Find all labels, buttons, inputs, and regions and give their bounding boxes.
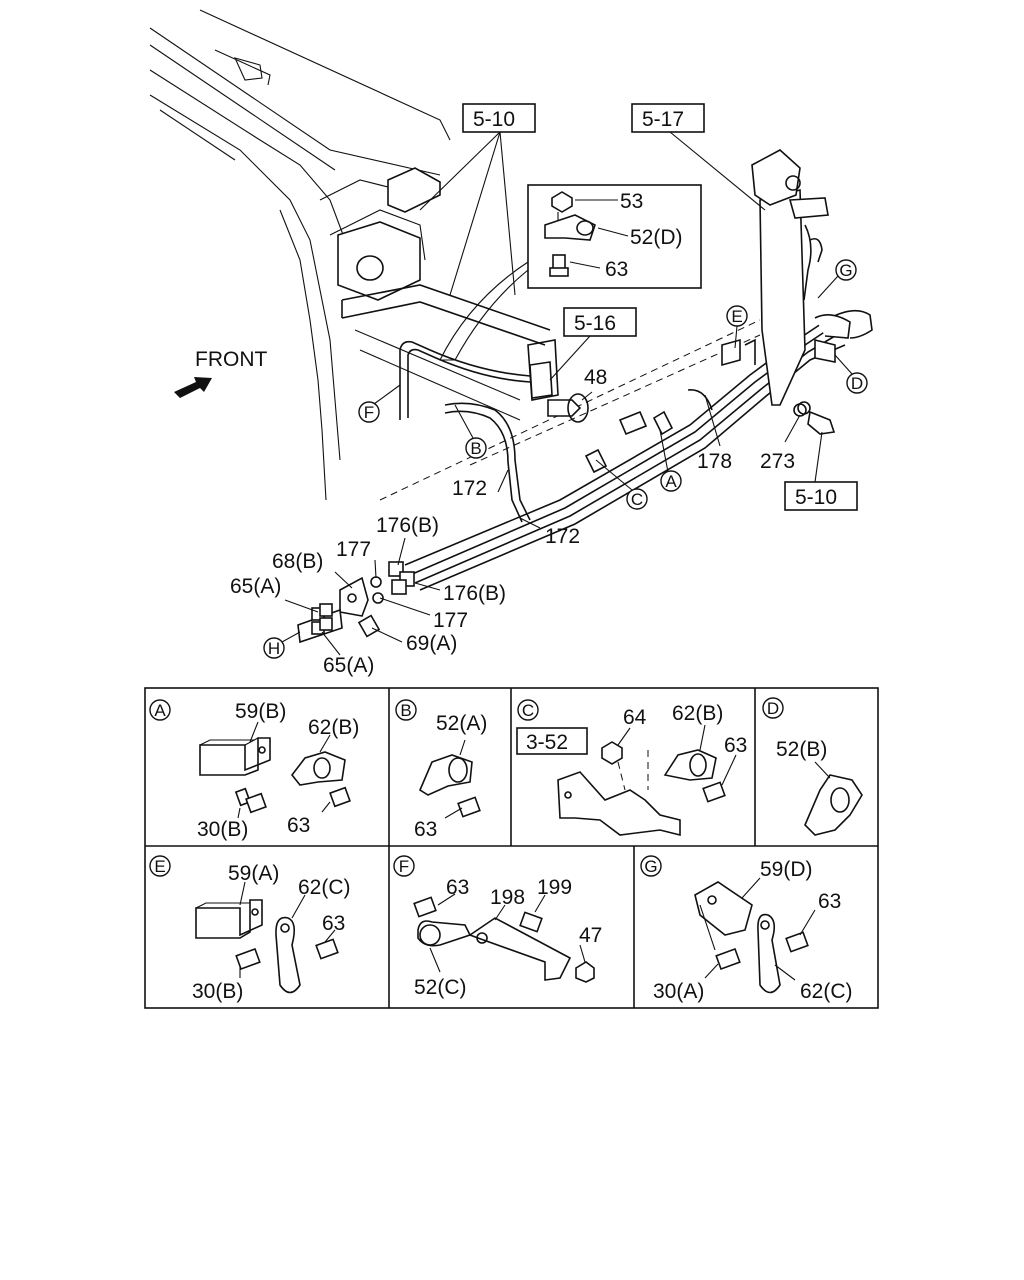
svg-text:5-16: 5-16 (574, 312, 616, 335)
callout-b: B (454, 404, 487, 459)
label-63-inset: 63 (605, 258, 628, 281)
svg-text:D: D (767, 699, 779, 718)
svg-text:B: B (400, 701, 411, 720)
label-65a-lower: 65(A) (323, 654, 374, 677)
callout-a: A (659, 429, 682, 492)
svg-text:G: G (839, 261, 852, 280)
label-48: 48 (584, 366, 607, 389)
svg-text:A: A (665, 472, 677, 491)
ref-box-5-10-top: 5-10 (419, 103, 536, 296)
label-59b: 59(B) (235, 700, 286, 723)
detail-panel-e: E 59(A) 62(C) 63 30(B) (149, 855, 351, 1003)
svg-text:5-10: 5-10 (795, 486, 837, 509)
right-bracket-assembly (721, 149, 851, 417)
front-label: FRONT (195, 348, 267, 371)
label-177-upper: 177 (336, 538, 371, 561)
detail-panel-g: G 59(D) 63 30(A) 62(C) (640, 855, 853, 1003)
label-52a: 52(A) (436, 712, 487, 735)
label-30a: 30(A) (653, 980, 704, 1003)
label-172-b: 172 (545, 525, 580, 548)
label-52c: 52(C) (414, 976, 467, 999)
svg-text:G: G (644, 857, 657, 876)
svg-text:5-17: 5-17 (642, 108, 684, 131)
fuel-tube-lines (399, 309, 873, 591)
label-63-a: 63 (287, 814, 310, 837)
label-172-a: 172 (452, 477, 487, 500)
label-63-c: 63 (724, 734, 747, 757)
svg-text:A: A (154, 701, 166, 720)
label-30b-e: 30(B) (192, 980, 243, 1003)
label-63-e: 63 (322, 912, 345, 935)
callout-h: H (263, 631, 301, 659)
label-273: 273 (760, 450, 795, 473)
label-69a: 69(A) (406, 632, 457, 655)
callout-c: C (595, 459, 648, 510)
svg-text:E: E (731, 307, 742, 326)
label-199: 199 (537, 876, 572, 899)
svg-text:5-10: 5-10 (473, 108, 515, 131)
svg-text:C: C (522, 701, 534, 720)
detail-panel-f: F 63 198 199 47 52(C) (393, 855, 602, 999)
label-64: 64 (623, 706, 647, 729)
detail-panel-c: C 3-52 64 62(B) 63 (516, 699, 747, 837)
ref-box-5-10-bottom: 5-10 (784, 431, 858, 511)
svg-text:B: B (470, 439, 481, 458)
left-fitting-cluster (297, 561, 415, 644)
leader-lines (284, 391, 801, 656)
detail-panel-b: B 52(A) 63 (395, 699, 487, 841)
front-arrow-icon (174, 377, 212, 398)
frame-structure (149, 9, 761, 501)
label-178: 178 (697, 450, 732, 473)
label-62c-g: 62(C) (800, 980, 853, 1003)
label-30b-a: 30(B) (197, 818, 248, 841)
label-63-g: 63 (818, 890, 841, 913)
ref-box-5-17: 5-17 (631, 103, 766, 211)
bolt-48 (529, 361, 589, 423)
label-63-b: 63 (414, 818, 437, 841)
callout-d: D (834, 354, 868, 394)
label-59a: 59(A) (228, 862, 279, 885)
label-59d: 59(D) (760, 858, 813, 881)
label-53: 53 (620, 190, 643, 213)
svg-text:C: C (631, 490, 643, 509)
detail-panel-a: A 59(B) 62(B) 30(B) 63 (149, 699, 359, 841)
label-63-f: 63 (446, 876, 469, 899)
label-62b-a: 62(B) (308, 716, 359, 739)
svg-text:H: H (268, 639, 280, 658)
inset-detail-box (439, 184, 702, 361)
label-65a-upper: 65(A) (230, 575, 281, 598)
label-68b: 68(B) (272, 550, 323, 573)
callout-g: G (817, 259, 857, 299)
callout-e: E (726, 305, 748, 349)
ref-box-5-16: 5-16 (549, 307, 637, 381)
label-52d: 52(D) (630, 226, 683, 249)
label-198: 198 (490, 886, 525, 909)
label-62b-c: 62(B) (672, 702, 723, 725)
detail-grid (144, 687, 879, 1009)
svg-text:E: E (154, 857, 165, 876)
ref-box-3-52: 3-52 (526, 731, 568, 754)
label-47: 47 (579, 924, 602, 947)
detail-panel-d: D 52(B) (762, 697, 863, 836)
label-176b-upper: 176(B) (376, 514, 439, 537)
bolt-273 (797, 401, 836, 435)
label-177-lower: 177 (433, 609, 468, 632)
callout-f: F (358, 384, 401, 423)
svg-text:D: D (851, 374, 863, 393)
svg-text:F: F (364, 403, 374, 422)
label-62c-e: 62(C) (298, 876, 351, 899)
label-52b: 52(B) (776, 738, 827, 761)
label-176b-lower: 176(B) (443, 582, 506, 605)
svg-text:F: F (399, 857, 409, 876)
